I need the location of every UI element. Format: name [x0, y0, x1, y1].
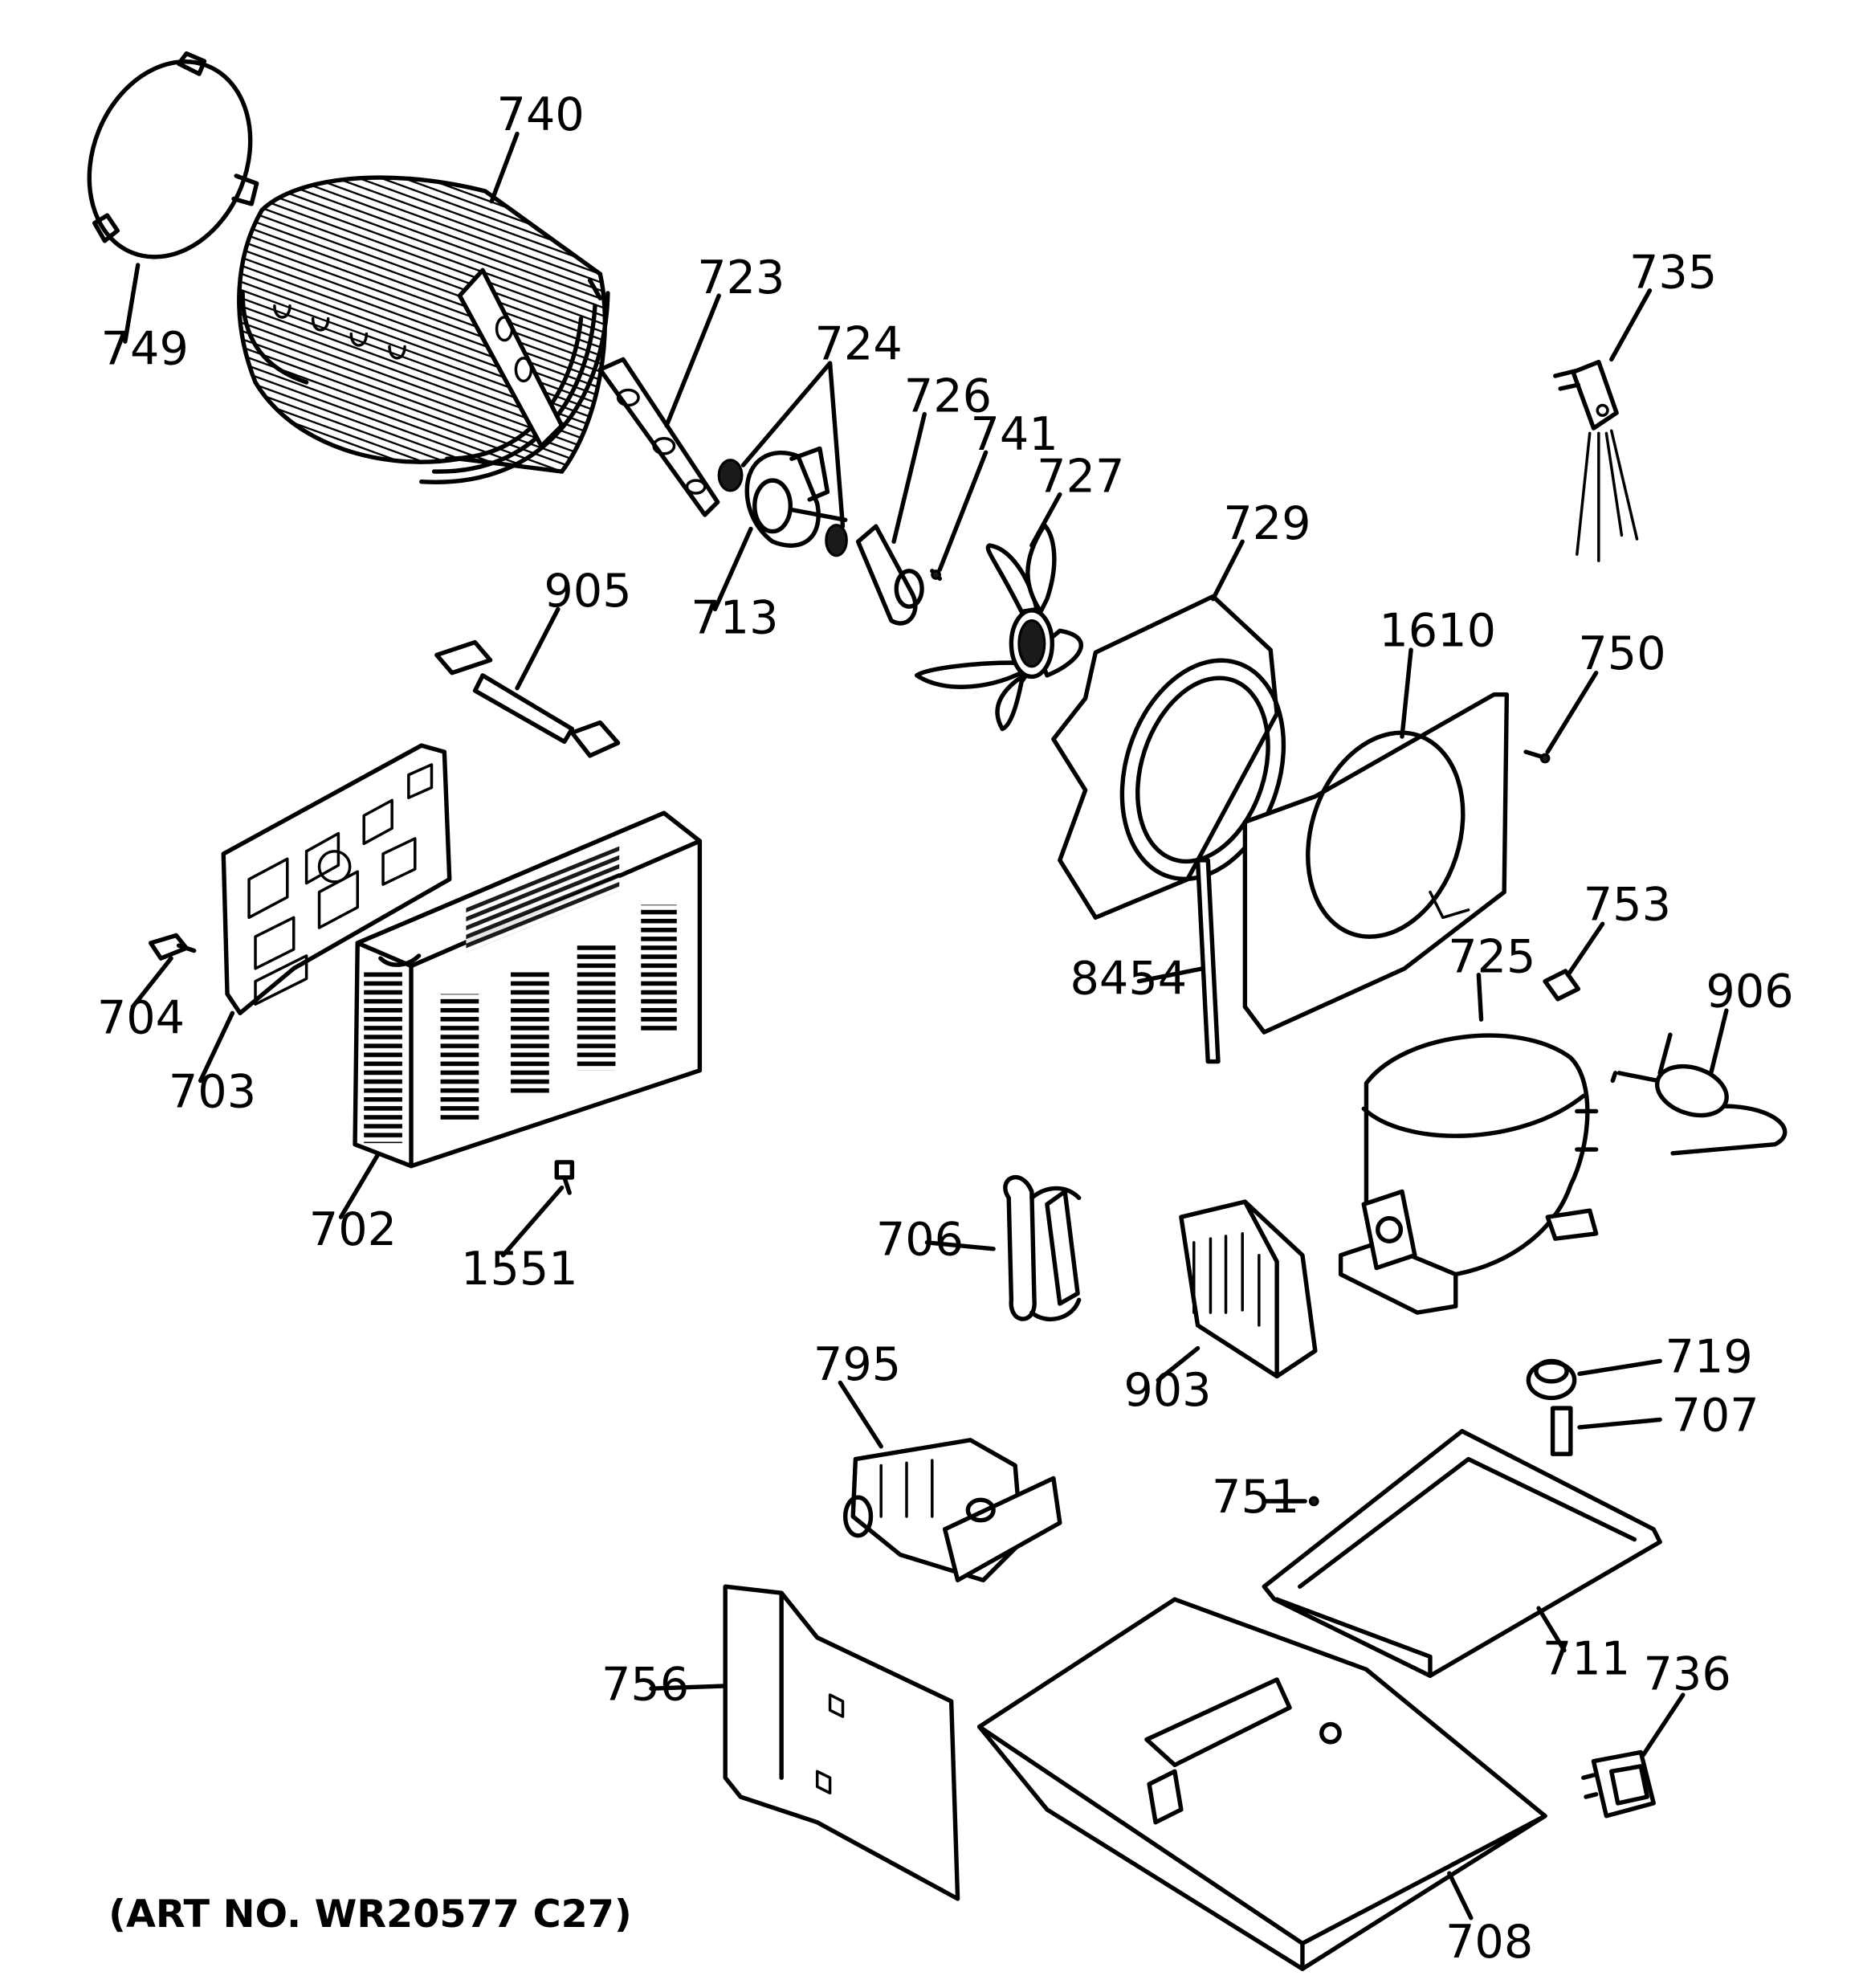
part-727-fan-blade [915, 522, 1083, 732]
callout-8454: 8454 [1070, 953, 1188, 1006]
callout-751: 751 [1212, 1471, 1299, 1524]
part-751-screw [1308, 1496, 1319, 1507]
callout-719: 719 [1665, 1331, 1753, 1384]
part-704-connector [148, 933, 197, 961]
callout-727: 727 [1037, 450, 1124, 503]
callout-756: 756 [601, 1659, 689, 1712]
callout-741: 741 [970, 408, 1058, 461]
callout-795: 795 [813, 1338, 901, 1391]
callout-1551: 1551 [461, 1243, 578, 1296]
part-707-stud [1550, 1406, 1573, 1456]
part-753-clip [1543, 969, 1581, 1002]
callout-750: 750 [1578, 627, 1665, 680]
part-1551-screw [554, 1160, 575, 1195]
callout-702: 702 [309, 1203, 397, 1256]
part-906-accumulator [1610, 1032, 1788, 1156]
part-903-inverter-box [1179, 1199, 1318, 1379]
part-741-screw [930, 569, 943, 581]
part-725-compressor [1338, 1033, 1599, 1315]
part-719-leveling-foot [1526, 1358, 1577, 1401]
callout-713: 713 [691, 592, 778, 645]
part-735-power-cord [1553, 359, 1639, 562]
part-740-condenser-coil [237, 175, 610, 484]
part-8454-seal-strip [1195, 858, 1221, 1064]
leader-lines [123, 131, 1729, 1921]
part-724-grommets [717, 459, 848, 557]
callout-707: 707 [1671, 1390, 1759, 1443]
callout-704: 704 [97, 992, 185, 1045]
art-number: (ART NO. WR20577 C27) [108, 1892, 632, 1937]
callout-736: 736 [1643, 1648, 1731, 1701]
part-711-drain-tray [1262, 1428, 1662, 1678]
callout-729: 729 [1223, 497, 1311, 550]
part-702-board-cover [353, 810, 703, 1169]
callout-753: 753 [1584, 879, 1671, 932]
callout-724: 724 [815, 317, 903, 370]
part-723-motor-bracket [597, 357, 720, 517]
part-756-side-panel [723, 1584, 960, 1901]
callout-749: 749 [101, 323, 189, 376]
callout-1610: 1610 [1379, 604, 1496, 657]
part-708-base-pan [976, 1597, 1547, 1971]
part-736-rocker-switch [1581, 1749, 1656, 1819]
callout-706: 706 [876, 1214, 964, 1267]
callout-905: 905 [544, 565, 631, 618]
part-749-coil-cover [87, 51, 259, 259]
callout-906: 906 [1706, 965, 1793, 1018]
part-706-filter-drier [1003, 1174, 1082, 1321]
part-713-fan-motor [744, 446, 848, 548]
callout-723: 723 [697, 251, 785, 304]
callout-708: 708 [1445, 1916, 1533, 1969]
callout-735: 735 [1629, 247, 1717, 300]
part-1610-condenser-panel [1242, 692, 1510, 1035]
part-729-fan-shroud [1051, 594, 1286, 921]
part-703-control-board [221, 743, 452, 1015]
part-795-valve-assembly [842, 1438, 1062, 1583]
part-726-motor-mount [855, 524, 924, 626]
callout-725: 725 [1448, 931, 1535, 984]
callout-740: 740 [497, 88, 585, 141]
callout-711: 711 [1543, 1633, 1630, 1686]
part-750-screw [1523, 749, 1551, 764]
callout-903: 903 [1123, 1364, 1211, 1417]
callout-703: 703 [169, 1066, 256, 1119]
part-905-wire-harness [434, 639, 621, 758]
callout-726: 726 [904, 370, 992, 423]
callout-labels: 749 740 723 724 726 741 727 713 729 735 … [97, 88, 1794, 1969]
